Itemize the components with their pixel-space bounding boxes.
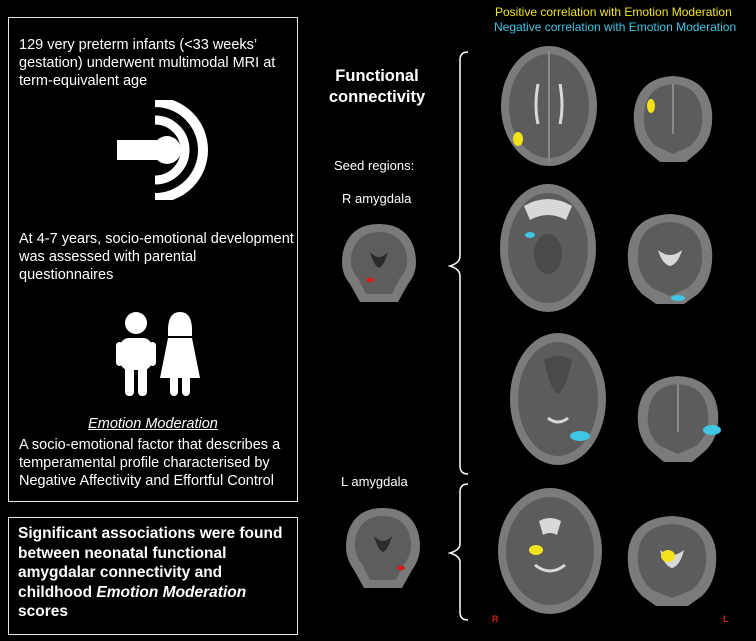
orientation-right: R — [492, 614, 499, 624]
assessment-text: At 4-7 years, socio-emotional developmen… — [19, 231, 294, 283]
axial-slice-row2 — [500, 184, 596, 312]
axial-slice-row4 — [498, 488, 602, 614]
coronal-slice-row3 — [637, 376, 721, 462]
conclusion-text: Significant associations were found betw… — [18, 524, 298, 622]
coronal-slice-row1 — [633, 76, 713, 162]
legend-positive: Positive correlation with Emotion Modera… — [495, 5, 732, 19]
axial-slice-row3 — [510, 333, 606, 465]
axial-slice-row1 — [501, 46, 597, 166]
legend-negative: Negative correlation with Emotion Modera… — [494, 20, 737, 34]
coronal-slice-row2 — [627, 214, 713, 304]
seed-r-amygdala-label: R amygdala — [342, 191, 412, 206]
conclusion-part-2: scores — [18, 603, 68, 620]
brace-r-amygdala — [447, 51, 469, 475]
seed-label: Seed regions: — [334, 158, 415, 173]
children-icon — [116, 312, 200, 396]
conclusion-emphasis: Emotion Moderation — [96, 583, 247, 601]
seed-l-amygdala-brain — [346, 508, 420, 588]
left-summary-panel — [8, 17, 298, 502]
intro-text: 129 very preterm infants (<33 weeks’ ges… — [19, 37, 276, 89]
coronal-slice-row4 — [627, 516, 717, 606]
seed-r-amygdala-brain — [342, 224, 416, 302]
conclusion-panel — [8, 517, 298, 635]
seed-l-amygdala-label: L amygdala — [341, 474, 408, 489]
conclusion-part-1: Significant associations were found betw… — [18, 525, 283, 601]
factor-title: Emotion Moderation — [88, 416, 218, 432]
factor-description: A socio-emotional factor that describes … — [19, 437, 281, 489]
orientation-left: L — [723, 614, 729, 624]
mri-scanner-icon — [117, 100, 208, 200]
figure-title: Functional connectivity — [328, 67, 426, 106]
brace-l-amygdala — [447, 483, 469, 621]
